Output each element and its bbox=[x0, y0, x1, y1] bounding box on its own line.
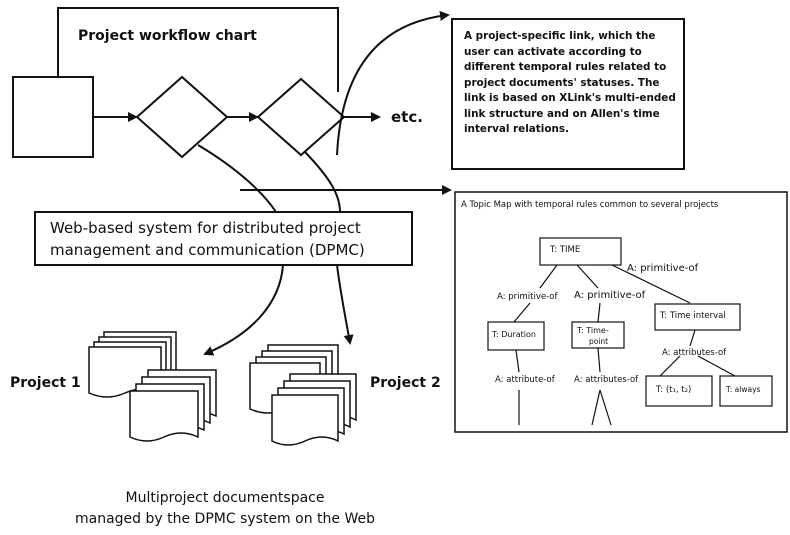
project2-label: Project 2 bbox=[370, 375, 441, 391]
edge-primitive-of-2: A: primitive-of bbox=[574, 290, 646, 301]
node-t1t2-box bbox=[645, 375, 713, 407]
edge-primitive-of-3: A: primitive-of bbox=[627, 263, 699, 274]
node-always-label: T: always bbox=[726, 385, 761, 394]
dpmc-line: management and communication (DPMC) bbox=[50, 241, 365, 259]
node-interval-label: T: Time interval bbox=[660, 311, 726, 321]
documentspace-line1: Multiproject documentspace bbox=[125, 490, 325, 506]
workflow-decision-1 bbox=[135, 75, 229, 159]
edge-attributes-of-timepoint: A: attributes-of bbox=[574, 375, 639, 385]
link-description: A project-specific link, which the user … bbox=[464, 29, 676, 138]
link-desc-line: A project-specific link, which the bbox=[464, 30, 656, 42]
dpmc-box bbox=[34, 211, 413, 266]
node-time-label: T: TIME bbox=[550, 245, 581, 255]
node-timepoint-label-1: T: Time- bbox=[577, 326, 609, 335]
link-desc-line: user can activate according to bbox=[464, 45, 642, 58]
topic-map-title: A Topic Map with temporal rules common t… bbox=[461, 200, 719, 210]
node-interval-box bbox=[654, 303, 741, 331]
project2-arrow bbox=[336, 264, 354, 345]
documentspace-line2: managed by the DPMC system on the Web bbox=[75, 511, 375, 527]
workflow-frame-line bbox=[57, 7, 339, 92]
etc-label: etc. bbox=[391, 108, 423, 126]
link-desc-line: project documents' statuses. The bbox=[464, 76, 660, 89]
link-desc-line: interval relations. bbox=[464, 123, 570, 135]
node-timepoint-label-2: point bbox=[589, 337, 609, 346]
dpmc-line: Web-based system for distributed project bbox=[50, 219, 361, 237]
dpmc-description: Web-based system for distributed project… bbox=[50, 217, 365, 261]
link-arrow-curve bbox=[336, 10, 450, 156]
link-desc-line: link is based on XLink's multi-ended bbox=[464, 92, 676, 104]
project1-arrow bbox=[203, 264, 284, 356]
project2-documents bbox=[249, 344, 357, 446]
dpmc-curve-b bbox=[304, 151, 341, 213]
node-duration-label: T: Duration bbox=[492, 330, 536, 339]
topic-map-nodes bbox=[487, 237, 773, 407]
workflow-start-box bbox=[12, 76, 94, 158]
edge-attribute-of: A: attribute-of bbox=[495, 375, 555, 385]
link-desc-line: link structure and on Allen's time bbox=[464, 107, 660, 120]
node-duration-box bbox=[487, 321, 545, 351]
node-timepoint-box bbox=[571, 321, 625, 349]
workflow-title: Project workflow chart bbox=[78, 28, 257, 44]
link-desc-line: different temporal rules related to bbox=[464, 61, 667, 73]
node-t1t2-label: T: (t₁, t₂) bbox=[656, 385, 692, 395]
topic-map-edges bbox=[513, 264, 736, 426]
node-time-box bbox=[539, 237, 622, 266]
documentspace-caption: Multiproject documentspace managed by th… bbox=[60, 488, 390, 530]
edge-primitive-of-1: A: primitive-of bbox=[497, 292, 558, 302]
project1-label: Project 1 bbox=[10, 375, 81, 391]
link-box bbox=[451, 18, 685, 170]
edge-attributes-of-interval: A: attributes-of bbox=[662, 348, 727, 358]
node-always-box bbox=[719, 375, 773, 407]
project1-documents bbox=[88, 331, 217, 442]
workflow-decision-2 bbox=[256, 77, 346, 157]
dpmc-curve-a bbox=[197, 144, 277, 213]
